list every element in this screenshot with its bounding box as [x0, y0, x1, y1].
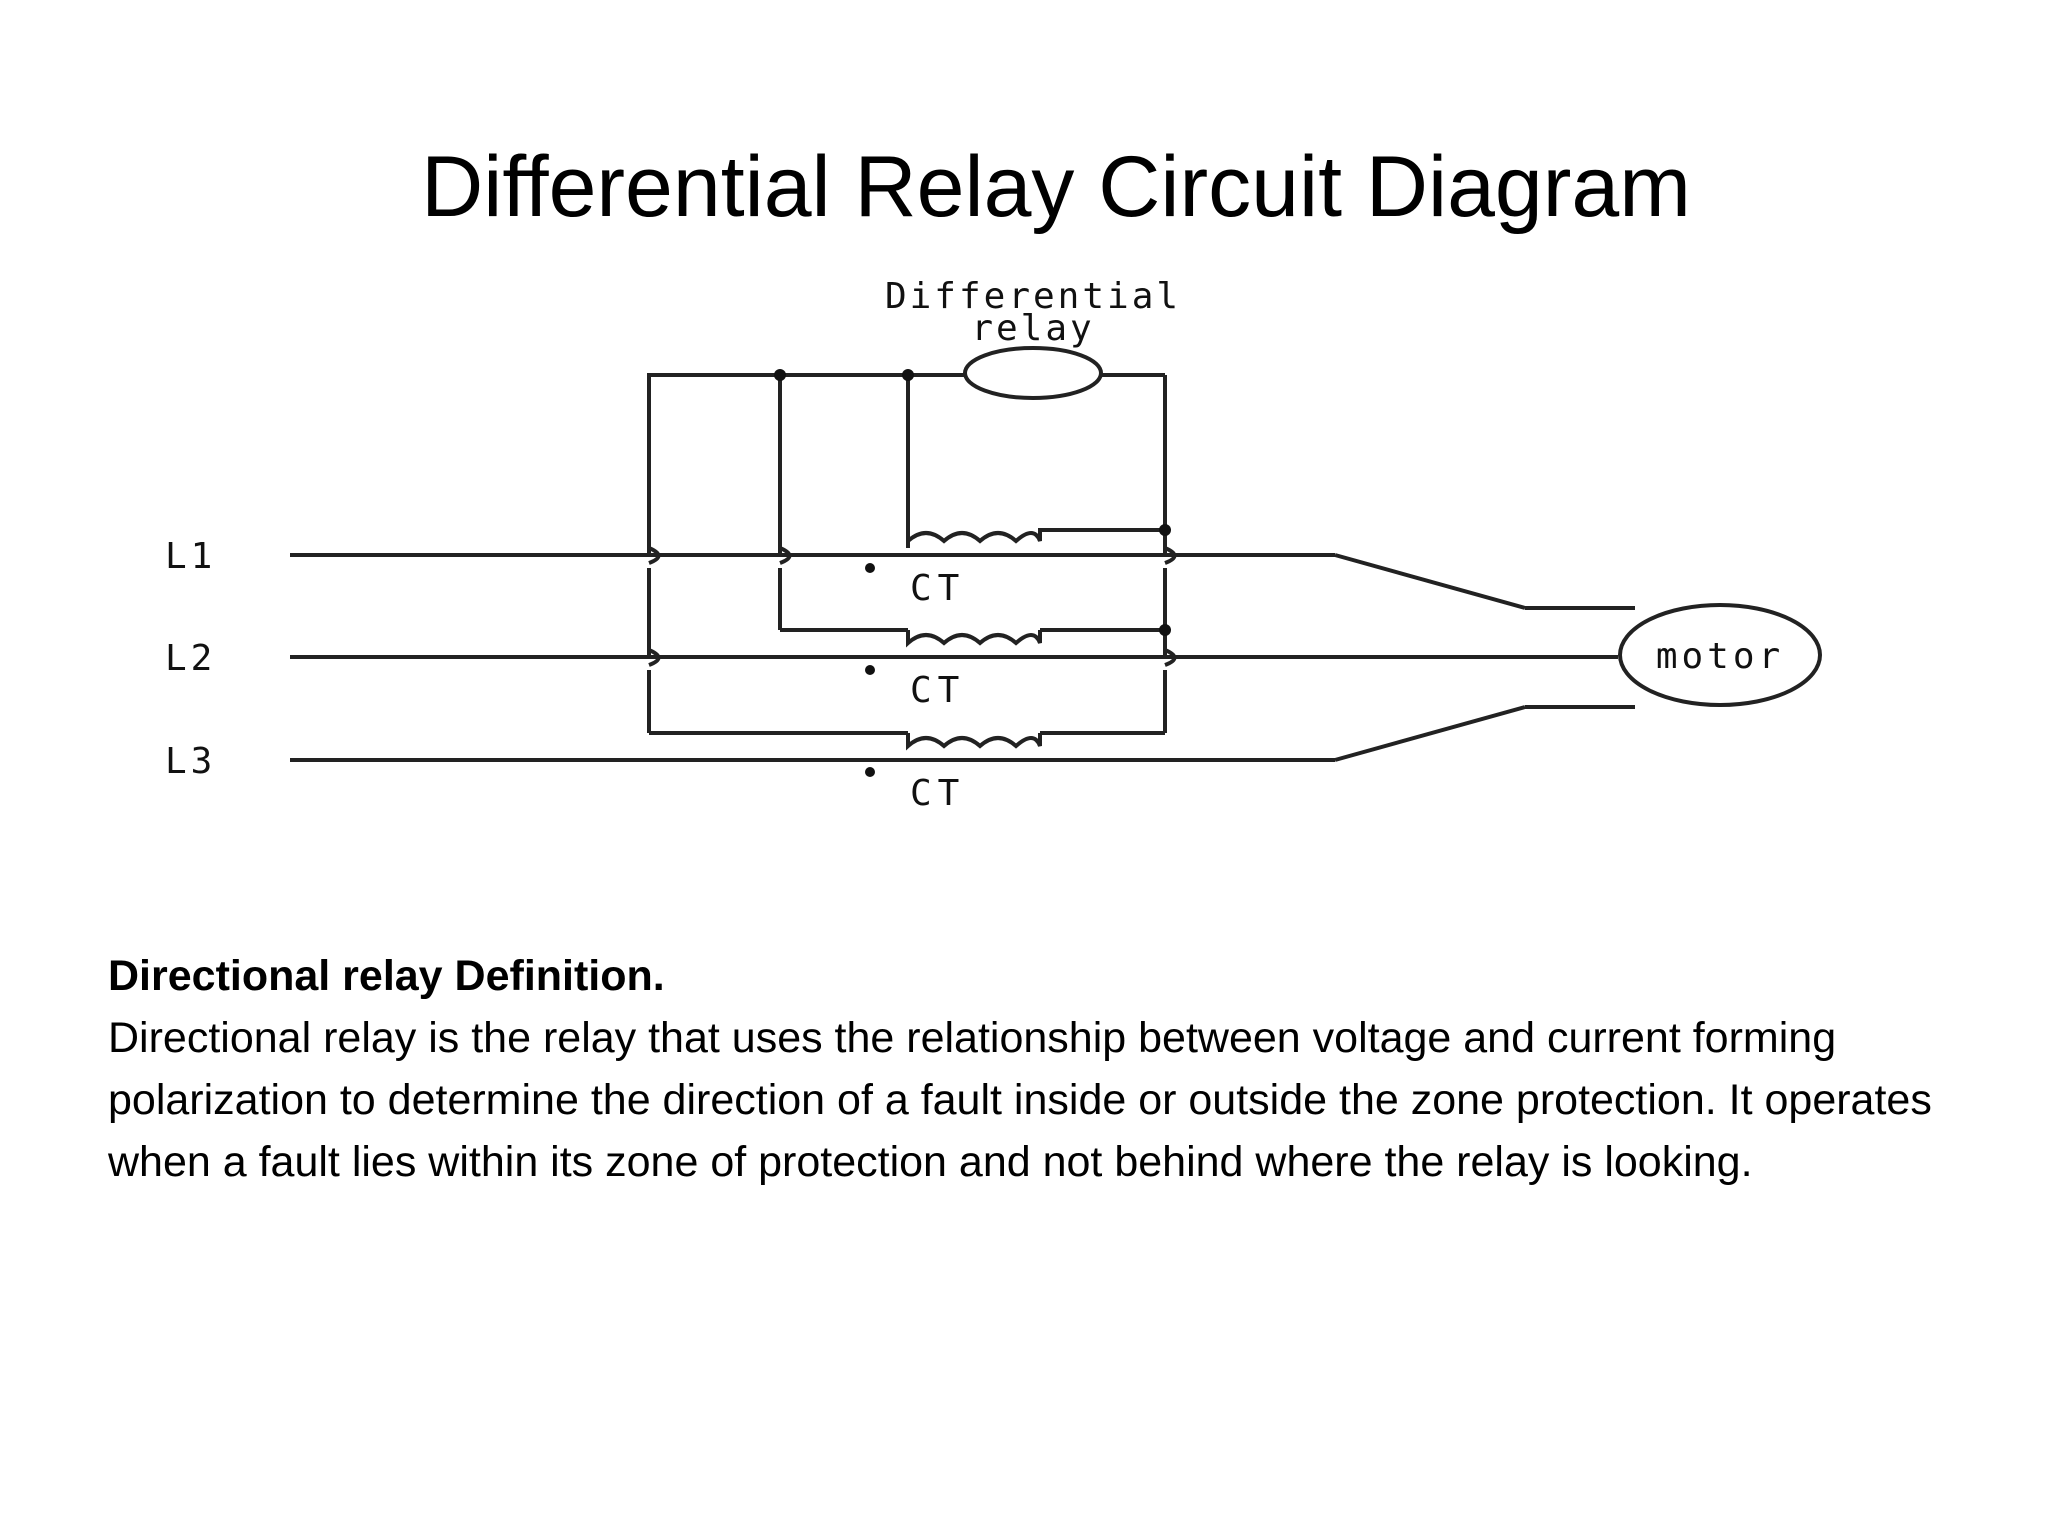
ct-winding-l1	[906, 528, 1165, 548]
relay-label-line2: relay	[971, 308, 1094, 349]
ct-label-l2: CT	[910, 670, 965, 711]
relay-label-line1: Differential	[885, 276, 1181, 317]
ct-label-l3: CT	[910, 773, 965, 814]
ct-winding-l3	[906, 733, 1042, 751]
junction-dots	[774, 369, 1171, 777]
ct-label-l1: CT	[910, 568, 965, 609]
relay-coil	[963, 346, 1103, 400]
line-label-l3: L3	[165, 741, 216, 782]
motor-symbol	[1618, 603, 1822, 707]
motor-label: motor	[1656, 636, 1784, 677]
definition-block: Directional relay Definition. Directiona…	[108, 945, 1988, 1193]
definition-heading: Directional relay Definition.	[108, 952, 665, 1000]
line-label-l1: L1	[165, 536, 216, 577]
definition-body: Directional relay is the relay that uses…	[108, 1014, 1932, 1186]
line-label-l2: L2	[165, 638, 216, 679]
ct-winding-l2	[906, 630, 1042, 648]
slide-title: Differential Relay Circuit Diagram	[421, 139, 1691, 235]
